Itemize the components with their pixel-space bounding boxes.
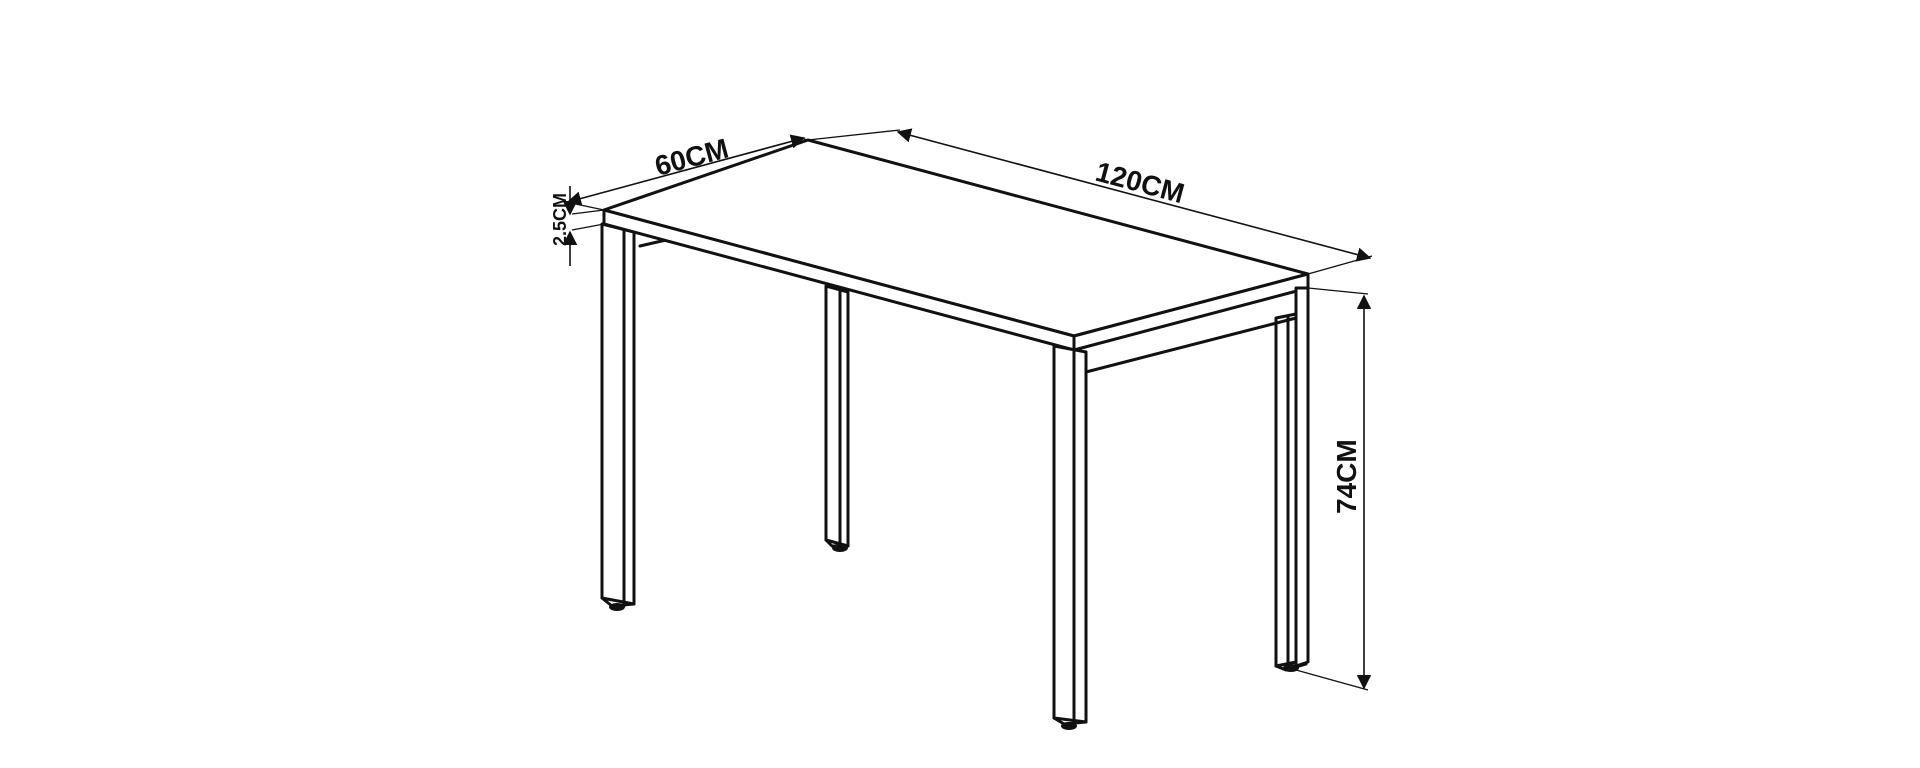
tabletop bbox=[602, 138, 1310, 352]
rear-right-leg-outer bbox=[1294, 286, 1310, 668]
table-drawing bbox=[600, 138, 1310, 730]
length-label: 120CM bbox=[1092, 156, 1187, 209]
thickness-dimension: 2.5CM bbox=[550, 186, 605, 266]
height-dimension: 74CM bbox=[1295, 287, 1372, 691]
back-left-leg bbox=[824, 284, 850, 552]
thickness-label: 2.5CM bbox=[550, 193, 570, 246]
right-apron-inner bbox=[1084, 316, 1298, 374]
front-left-leg bbox=[600, 222, 636, 611]
height-label: 74CM bbox=[1331, 439, 1362, 514]
front-right-leg bbox=[1052, 344, 1088, 730]
